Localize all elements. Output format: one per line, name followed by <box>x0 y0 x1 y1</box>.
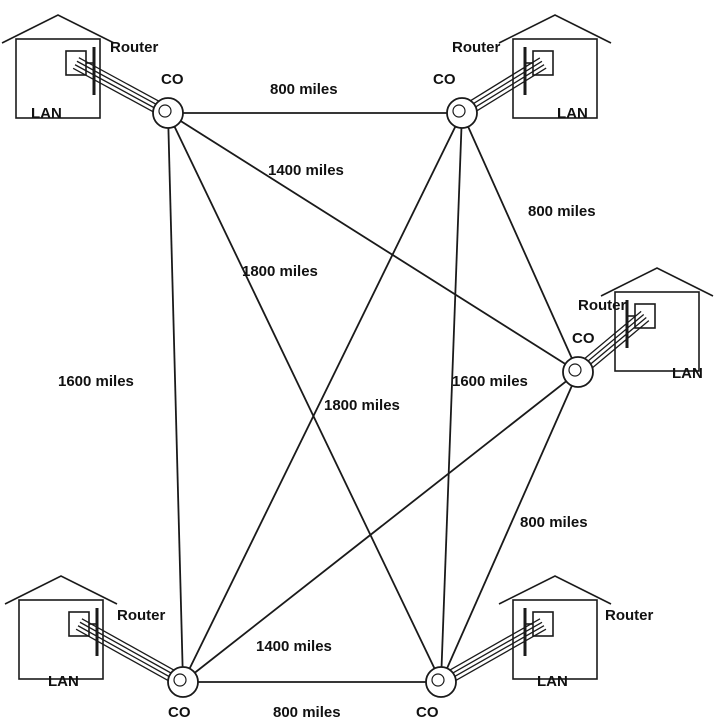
lan-label-1: LAN <box>557 105 588 122</box>
central-office-icon-4 <box>425 666 457 698</box>
central-office-inner-icon-0 <box>158 104 172 118</box>
router-label-4: Router <box>605 607 653 624</box>
lan-label-0: LAN <box>31 105 62 122</box>
site-3 <box>4 575 199 698</box>
link-distance-label-0: 800 miles <box>270 81 338 98</box>
tail-circuit-4-0 <box>443 628 547 688</box>
tail-circuit-1-1 <box>462 64 545 116</box>
router-icon-1 <box>532 50 554 76</box>
co-label-3: CO <box>168 704 191 721</box>
router-label-0: Router <box>110 39 158 56</box>
co-label-2: CO <box>572 330 595 347</box>
tail-circuit-3-3 <box>75 628 181 688</box>
site-4 <box>425 575 612 698</box>
central-office-icon-2 <box>562 356 594 388</box>
labels-layer: 800 miles 1400 miles 1600 miles 1800 miles 8… <box>31 39 703 721</box>
tail-circuit-1-2 <box>460 60 543 112</box>
central-office-icon-3 <box>167 666 199 698</box>
central-office-icon-0 <box>152 97 184 129</box>
router-label-1: Router <box>452 39 500 56</box>
link-line-1 <box>167 112 579 373</box>
link-line-8 <box>440 371 579 683</box>
central-office-inner-icon-1 <box>452 104 466 118</box>
building-roof-4 <box>498 575 612 605</box>
link-distance-label-5: 1800 miles <box>324 397 400 414</box>
central-office-inner-icon-2 <box>568 363 582 377</box>
tail-circuit-4-2 <box>439 621 543 681</box>
tail-circuit-0-3 <box>72 67 166 119</box>
building-roof-0 <box>1 14 115 44</box>
link-distance-label-4: 800 miles <box>528 203 596 220</box>
tail-circuit-3-2 <box>77 625 183 685</box>
tail-circuit-4-3 <box>437 618 541 678</box>
link-line-3 <box>167 112 442 683</box>
site-2 <box>562 267 714 388</box>
tail-circuit-4-1 <box>441 625 545 685</box>
tail-circuit-3-0 <box>81 618 187 678</box>
lan-label-4: LAN <box>537 673 568 690</box>
co-label-0: CO <box>161 71 184 88</box>
lan-label-3: LAN <box>48 673 79 690</box>
building-roof-1 <box>498 14 612 44</box>
co-label-1: CO <box>433 71 456 88</box>
lan-label-2: LAN <box>672 365 703 382</box>
link-line-5 <box>182 112 463 683</box>
building-3 <box>18 599 104 680</box>
building-roof-2 <box>600 267 714 297</box>
link-line-4 <box>461 112 579 373</box>
link-distance-label-1: 1400 miles <box>268 162 344 179</box>
link-distance-label-9: 800 miles <box>273 704 341 721</box>
tail-circuit-0-2 <box>74 64 168 116</box>
router-label-3: Router <box>117 607 165 624</box>
site-0 <box>1 14 184 129</box>
router-icon-0 <box>65 50 87 76</box>
building-roof-3 <box>4 575 118 605</box>
link-distance-label-6: 1600 miles <box>452 373 528 390</box>
tail-circuit-0-0 <box>78 57 172 109</box>
tail-circuit-1-0 <box>464 67 547 119</box>
tail-circuit-3-1 <box>79 621 185 681</box>
link-distance-label-7: 1400 miles <box>256 638 332 655</box>
link-distance-label-2: 1600 miles <box>58 373 134 390</box>
link-line-2 <box>167 112 184 683</box>
router-icon-4 <box>532 611 554 637</box>
link-distance-label-8: 800 miles <box>520 514 588 531</box>
site-1 <box>446 14 612 129</box>
central-office-icon-1 <box>446 97 478 129</box>
sites-layer <box>1 14 714 698</box>
link-distance-label-3: 1800 miles <box>242 263 318 280</box>
links-layer <box>167 112 579 683</box>
router-label-2: Router <box>578 297 626 314</box>
central-office-inner-icon-3 <box>173 673 187 687</box>
link-line-6 <box>440 112 463 683</box>
router-icon-3 <box>68 611 90 637</box>
tail-circuit-1-3 <box>458 57 541 109</box>
central-office-inner-icon-4 <box>431 673 445 687</box>
co-label-4: CO <box>416 704 439 721</box>
link-line-7 <box>182 371 579 683</box>
tail-circuit-0-1 <box>76 60 170 112</box>
